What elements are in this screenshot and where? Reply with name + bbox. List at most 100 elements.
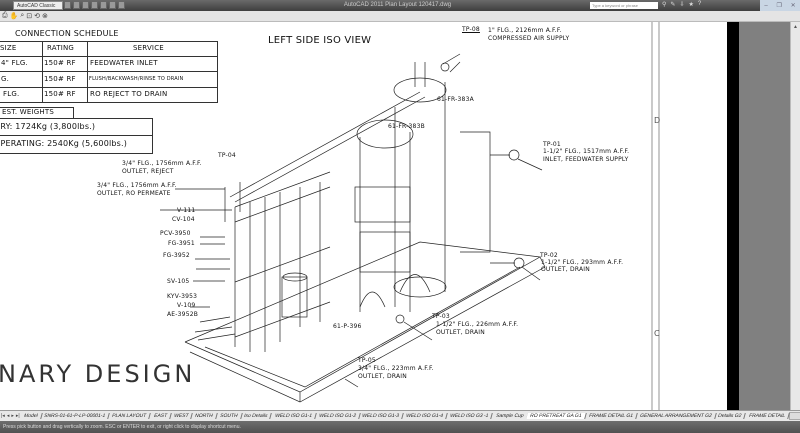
instrument-label: V-109	[177, 302, 196, 309]
cell: 150# RF	[44, 90, 76, 98]
cell: FEEDWATER INLET	[90, 59, 158, 67]
zone-marker: C	[654, 329, 660, 338]
command-status: Press pick button and drag vertically to…	[0, 421, 800, 433]
zoom-toolbar: ⎙✋⌕⊡⟲⊗	[0, 11, 800, 22]
layout-tab[interactable]: FRAME DETAIL G1	[584, 413, 638, 419]
layout-tab[interactable]: WELD ISO G1-3	[358, 413, 405, 419]
callout-text: 1" FLG., 2126mm A.F.F.	[488, 27, 562, 34]
layout-tab[interactable]: SNRS-01-61-P-LP-00001-1	[40, 413, 111, 419]
weights-title: EST. WEIGHTS	[2, 108, 54, 116]
help-icon[interactable]: ?	[697, 1, 702, 7]
close-viewer-icon[interactable]: ⊗	[42, 13, 48, 20]
layout-tab[interactable]: WELD ISO G1-4	[402, 413, 449, 419]
callout-text: OUTLET, DRAIN	[436, 329, 485, 336]
layout-tab[interactable]: FRAME DETAIL	[744, 413, 790, 419]
layout-tab[interactable]: RO PRETREAT GA G1	[526, 413, 587, 419]
new-icon[interactable]	[64, 1, 71, 9]
layout-tab[interactable]: WELD ISO G1-2	[314, 413, 361, 419]
schedule-title: CONNECTION SCHEDULE	[15, 29, 119, 38]
layout-tab[interactable]: Sample Cup	[491, 413, 529, 419]
layout-tab[interactable]: Details G2	[714, 413, 747, 419]
layout-tab[interactable]: WELD ISO G3 -1	[446, 413, 494, 419]
callout-text: 3/4" FLG., 1756mm A.F.F.	[122, 160, 202, 167]
callout-text: 1-1/2" FLG., 226mm A.F.F.	[436, 321, 519, 328]
callout-text: 3/4" FLG., 223mm A.F.F.	[358, 365, 434, 372]
cell: 4" FLG.	[1, 59, 28, 67]
scroll-up-icon[interactable]: ▲	[793, 24, 798, 30]
undo-icon[interactable]	[100, 1, 107, 9]
layout-tab[interactable]: WEST	[169, 413, 193, 419]
zoom-realtime-icon[interactable]: ⌕	[20, 12, 25, 19]
callout-text: OUTLET, RO PERMEATE	[97, 190, 171, 197]
callout-text: 1-1/2" FLG., 293mm A.F.F.	[541, 259, 624, 266]
header-size: SIZE	[0, 44, 17, 52]
help-search-input[interactable]: Type a keyword or phrase	[590, 2, 658, 9]
last-tab-icon[interactable]: ▸|	[15, 413, 20, 419]
instrument-label: PCV-3950	[160, 230, 191, 237]
tank-label: 61-FR-383B	[388, 123, 425, 130]
close-icon[interactable]: ✕	[790, 3, 796, 9]
first-tab-icon[interactable]: |◂	[1, 413, 5, 419]
tools-icon[interactable]: ✎	[670, 2, 676, 8]
star-icon[interactable]: ★	[688, 2, 694, 8]
callout-text: 1-1/2" FLG., 1517mm A.F.F.	[543, 148, 630, 155]
instrument-label: FG-3951	[168, 240, 195, 247]
header-service: SERVICE	[133, 44, 164, 52]
minimize-icon[interactable]: –	[764, 2, 768, 9]
redo-icon[interactable]	[109, 1, 116, 9]
restore-icon[interactable]: ❐	[776, 3, 782, 9]
instrument-label: CV-104	[172, 216, 195, 223]
layout-tab[interactable]: Iso Details	[240, 413, 273, 419]
instrument-label: SV-105	[167, 278, 190, 285]
instrument-label: V-111	[177, 207, 196, 214]
cell: 150# RF	[44, 75, 76, 83]
zone-marker: D	[654, 116, 661, 125]
callout-tag: TP-03	[432, 313, 450, 320]
zoom-window-icon[interactable]: ⊡	[26, 13, 33, 20]
title-bar: AutoCAD Classic AutoCAD 2011 Plan Layout…	[0, 0, 800, 11]
layout-tab[interactable]: PLAN LAYOUT	[108, 413, 152, 419]
zoom-previous-icon[interactable]: ⟲	[34, 13, 40, 20]
binoculars-icon[interactable]: ⚲	[662, 2, 667, 8]
callout-tag: TP-01	[543, 141, 561, 148]
callout-text: COMPRESSED AIR SUPPLY	[488, 35, 570, 42]
vertical-scrollbar[interactable]: ▲	[790, 22, 800, 410]
plot-icon[interactable]	[118, 1, 125, 9]
design-stamp: NARY DESIGN	[0, 360, 196, 388]
print-icon[interactable]: ⎙	[2, 12, 8, 19]
cell: RO REJECT TO DRAIN	[90, 90, 168, 98]
operating-weight: OPERATING: 2540Kg (5,600lbs.)	[0, 139, 128, 148]
next-tab-icon[interactable]: ▸	[11, 413, 14, 419]
layout-tab[interactable]: EAST	[149, 413, 172, 419]
save-icon[interactable]	[82, 1, 89, 9]
callout-tag: TP-02	[540, 252, 558, 259]
exchange-icon[interactable]: ⇩	[679, 2, 685, 8]
iso-drawing	[160, 22, 660, 410]
pan-icon[interactable]: ✋	[9, 13, 19, 20]
viewport-edge	[727, 22, 739, 410]
quick-access-toolbar	[64, 1, 125, 9]
layout-tab[interactable]: Model	[19, 413, 43, 419]
open-icon[interactable]	[73, 1, 80, 9]
save-as-icon[interactable]	[91, 1, 98, 9]
layout-tab[interactable]: NORTH	[191, 413, 218, 419]
instrument-label: KYV-3953	[167, 293, 198, 300]
drawing-canvas[interactable]: LEFT SIDE ISO VIEW CONNECTION SCHEDULE S…	[0, 22, 727, 410]
layout-tab[interactable]: GENERAL ARRANGEMENT G2	[635, 413, 717, 419]
horizontal-scrollbar[interactable]	[788, 412, 800, 420]
header-rating: RATING	[47, 44, 75, 52]
window-title: AutoCAD 2011 Plan Layout 120417.dwg	[343, 2, 452, 8]
workspace-dropdown[interactable]: AutoCAD Classic	[13, 1, 63, 10]
callout-text: OUTLET, DRAIN	[541, 266, 590, 273]
callout-tag: TP-04	[218, 152, 236, 159]
dry-weight: DRY: 1724Kg (3,800lbs.)	[0, 122, 96, 131]
layout-tab[interactable]: SOUTH	[215, 413, 243, 419]
cell: FLUSH/BACKWASH/RINSE TO DRAIN	[89, 76, 184, 82]
cell: FLG.	[3, 90, 20, 98]
layout-tab[interactable]: WELD ISO G1-1	[270, 413, 317, 419]
callout-text: 3/4" FLG., 1756mm A.F.F.	[97, 182, 177, 189]
callout-tag: TP-05	[358, 357, 376, 364]
instrument-label: FG-3952	[163, 252, 190, 259]
prev-tab-icon[interactable]: ◂	[6, 413, 10, 419]
